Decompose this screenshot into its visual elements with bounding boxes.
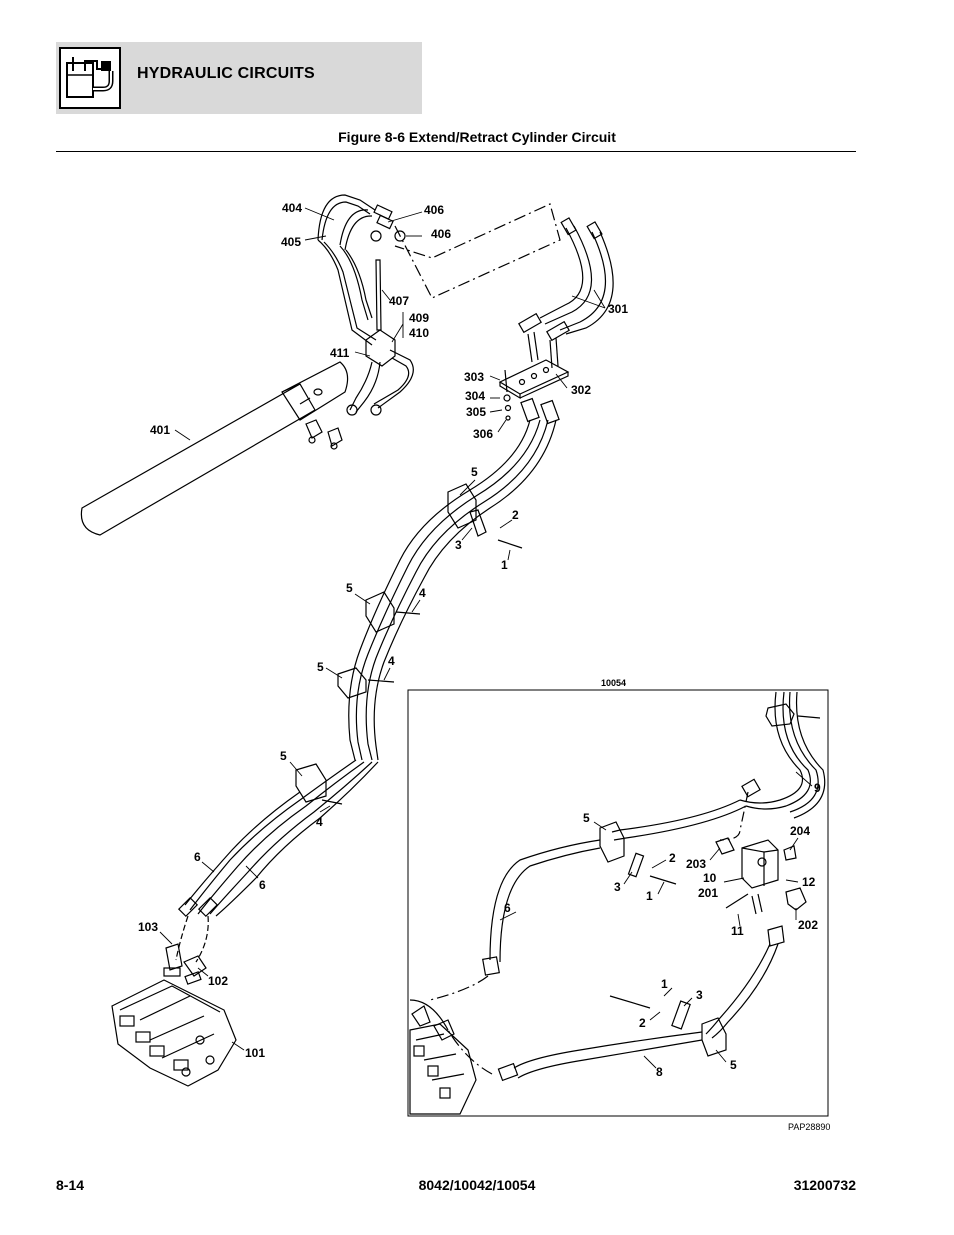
elbows-102-103 (163, 943, 207, 985)
hydraulic-reservoir-icon (59, 47, 121, 109)
callout-2a: 2 (512, 508, 519, 522)
inset-callout-8: 8 (656, 1065, 663, 1079)
section-title: HYDRAULIC CIRCUITS (137, 65, 315, 82)
inset-callout-203: 203 (686, 857, 706, 871)
callout-302: 302 (571, 383, 591, 397)
inset-callout-1a: 1 (646, 889, 653, 903)
callout-303: 303 (464, 370, 484, 384)
figure-title: Figure 8-6 Extend/Retract Cylinder Circu… (338, 129, 616, 145)
cylinder-401 (80, 361, 349, 536)
callout-406a: 406 (424, 203, 444, 217)
callout-406b: 406 (431, 227, 451, 241)
image-id: PAP28890 (788, 1122, 830, 1132)
callout-405: 405 (281, 235, 301, 249)
hardware-303-306 (503, 369, 512, 421)
callout-305: 305 (466, 405, 486, 419)
inset-callout-5b: 5 (730, 1058, 737, 1072)
callout-5b: 5 (346, 581, 353, 595)
inset-callout-11: 11 (731, 924, 744, 938)
callout-5d: 5 (280, 749, 287, 763)
callout-102: 102 (208, 974, 228, 988)
cylinder-fittings (305, 419, 343, 450)
inset-callout-10: 10 (703, 871, 717, 885)
callout-409: 409 (409, 311, 429, 325)
callout-304: 304 (465, 389, 485, 403)
plate-302 (498, 331, 570, 400)
callout-410: 410 (409, 326, 429, 340)
callout-404: 404 (282, 201, 302, 215)
callout-3a: 3 (455, 538, 462, 552)
clamps-5 (295, 483, 523, 805)
inset-callout-3a: 3 (614, 880, 621, 894)
models: 8042/10042/10054 (418, 1177, 536, 1193)
inset-callout-2b: 2 (639, 1016, 646, 1030)
inset-callout-1b: 1 (661, 977, 668, 991)
callout-401: 401 (150, 423, 170, 437)
inset-callout-204: 204 (790, 824, 810, 838)
callout-4b: 4 (388, 654, 395, 668)
inset-callout-202: 202 (798, 918, 818, 932)
inset-10054 (407, 689, 829, 1117)
callout-4a: 4 (419, 586, 426, 600)
hoses-301 (518, 217, 614, 342)
callout-407: 407 (389, 294, 409, 308)
inset-callout-6: 6 (504, 901, 511, 915)
callout-5c: 5 (317, 660, 324, 674)
tube-404-405 (317, 194, 406, 346)
header-divider (56, 151, 856, 152)
callout-101: 101 (245, 1046, 265, 1060)
callout-6a: 6 (194, 850, 201, 864)
inset-callout-2a: 2 (669, 851, 676, 865)
main-hoses (175, 397, 560, 963)
page-number: 8-14 (56, 1177, 85, 1193)
doc-number: 31200732 (793, 1177, 856, 1193)
callout-103: 103 (138, 920, 158, 934)
callout-5a: 5 (471, 465, 478, 479)
inset-callout-12: 12 (802, 875, 816, 889)
inset-model-label: 10054 (601, 678, 626, 688)
callout-4c: 4 (316, 815, 323, 829)
valve-bank-101 (111, 979, 237, 1087)
callout-6b: 6 (259, 878, 266, 892)
inset-callout-3b: 3 (696, 988, 703, 1002)
callout-301: 301 (608, 302, 628, 316)
block-409-410 (346, 259, 414, 416)
callout-1a: 1 (501, 558, 508, 572)
inset-callout-9: 9 (814, 781, 821, 795)
callout-411: 411 (330, 346, 350, 360)
inset-callout-201: 201 (698, 886, 718, 900)
inset-callout-5a: 5 (583, 811, 590, 825)
callout-306: 306 (473, 427, 493, 441)
